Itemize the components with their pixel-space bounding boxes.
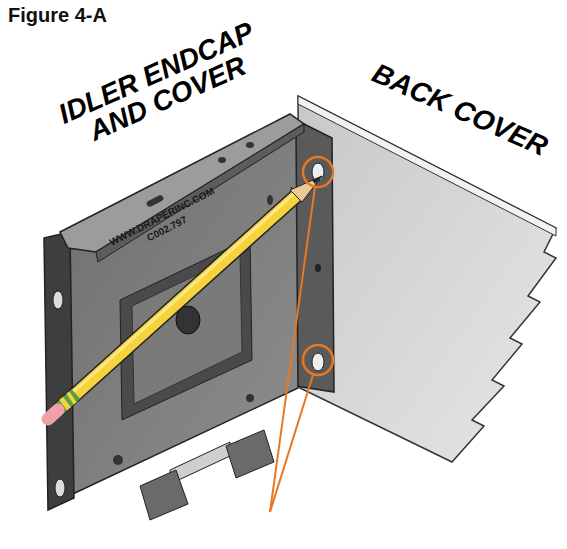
endcap-left-flange bbox=[44, 232, 74, 510]
mounting-foot bbox=[140, 470, 188, 520]
part-name: IDLER ENDCAP AND COVER bbox=[50, 16, 274, 157]
figure-title: Figure 4-A bbox=[8, 4, 107, 27]
leader-line bbox=[270, 375, 313, 512]
callout-circle bbox=[303, 157, 333, 187]
mounting-foot bbox=[226, 430, 274, 478]
leader-line bbox=[270, 187, 315, 512]
back-cover-top-edge bbox=[298, 96, 556, 236]
callout-circle bbox=[303, 345, 333, 375]
pencil bbox=[48, 176, 322, 419]
